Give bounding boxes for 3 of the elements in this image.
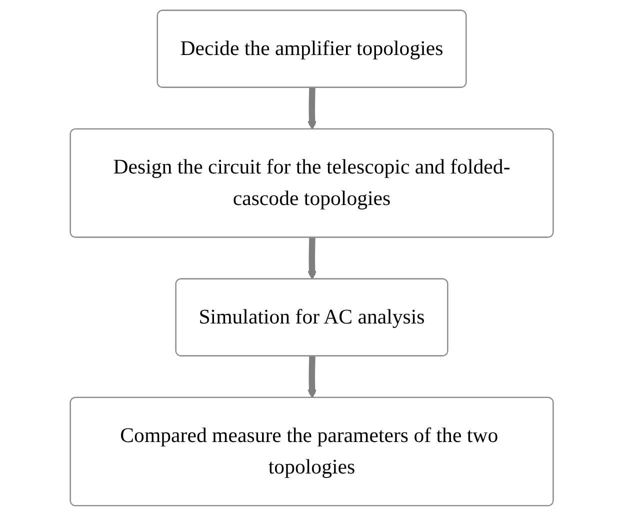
arrow xyxy=(308,88,317,130)
arrow xyxy=(308,356,317,398)
arrow xyxy=(308,238,317,280)
